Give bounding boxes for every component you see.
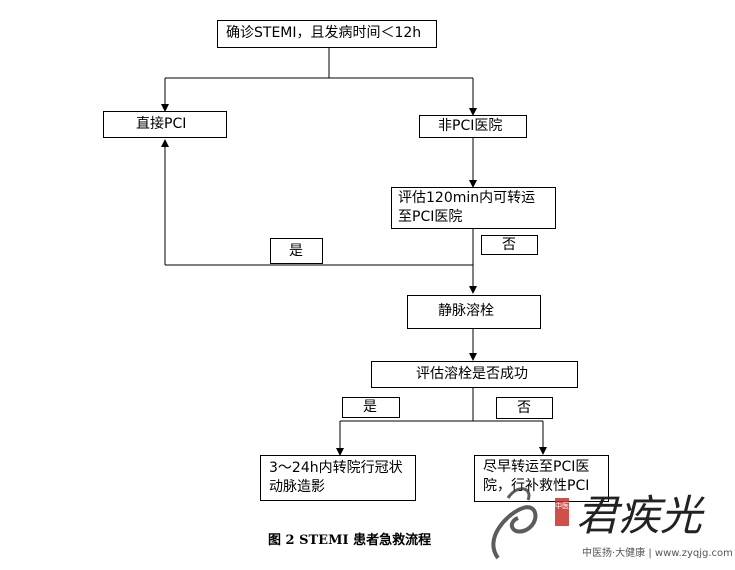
node-non-pci-hospital: 非PCI医院 [419, 115, 527, 138]
label-yes-1: 是 [270, 238, 323, 264]
node-start: 确诊STEMI，且发病时间＜12h [217, 20, 437, 48]
label-no-2: 否 [496, 397, 553, 419]
watermark-subtitle: 中医扬·大健康 | www.zyqjg.com [582, 548, 733, 559]
svg-text:中医: 中医 [555, 501, 569, 510]
node-angiography: 3～24h内转院行冠状动脉造影 [260, 455, 416, 501]
node-direct-pci: 直接PCI [103, 111, 227, 138]
brand-text: 君疾光 [576, 491, 705, 540]
node-rescue-pci: 尽早转运至PCI医院，行补救性PCI [474, 455, 609, 502]
label-yes-2: 是 [342, 397, 400, 418]
seal-icon [555, 498, 569, 526]
node-assess-transfer: 评估120min内可转运至PCI医院 [391, 187, 556, 229]
figure-caption: 图 2 STEMI 患者急救流程 [268, 533, 432, 548]
label-no-1: 否 [481, 235, 538, 255]
node-thrombolysis: 静脉溶栓 [407, 295, 541, 329]
node-assess-lysis: 评估溶栓是否成功 [371, 361, 578, 388]
watermark-logo: 中医 君疾光 [491, 487, 705, 560]
